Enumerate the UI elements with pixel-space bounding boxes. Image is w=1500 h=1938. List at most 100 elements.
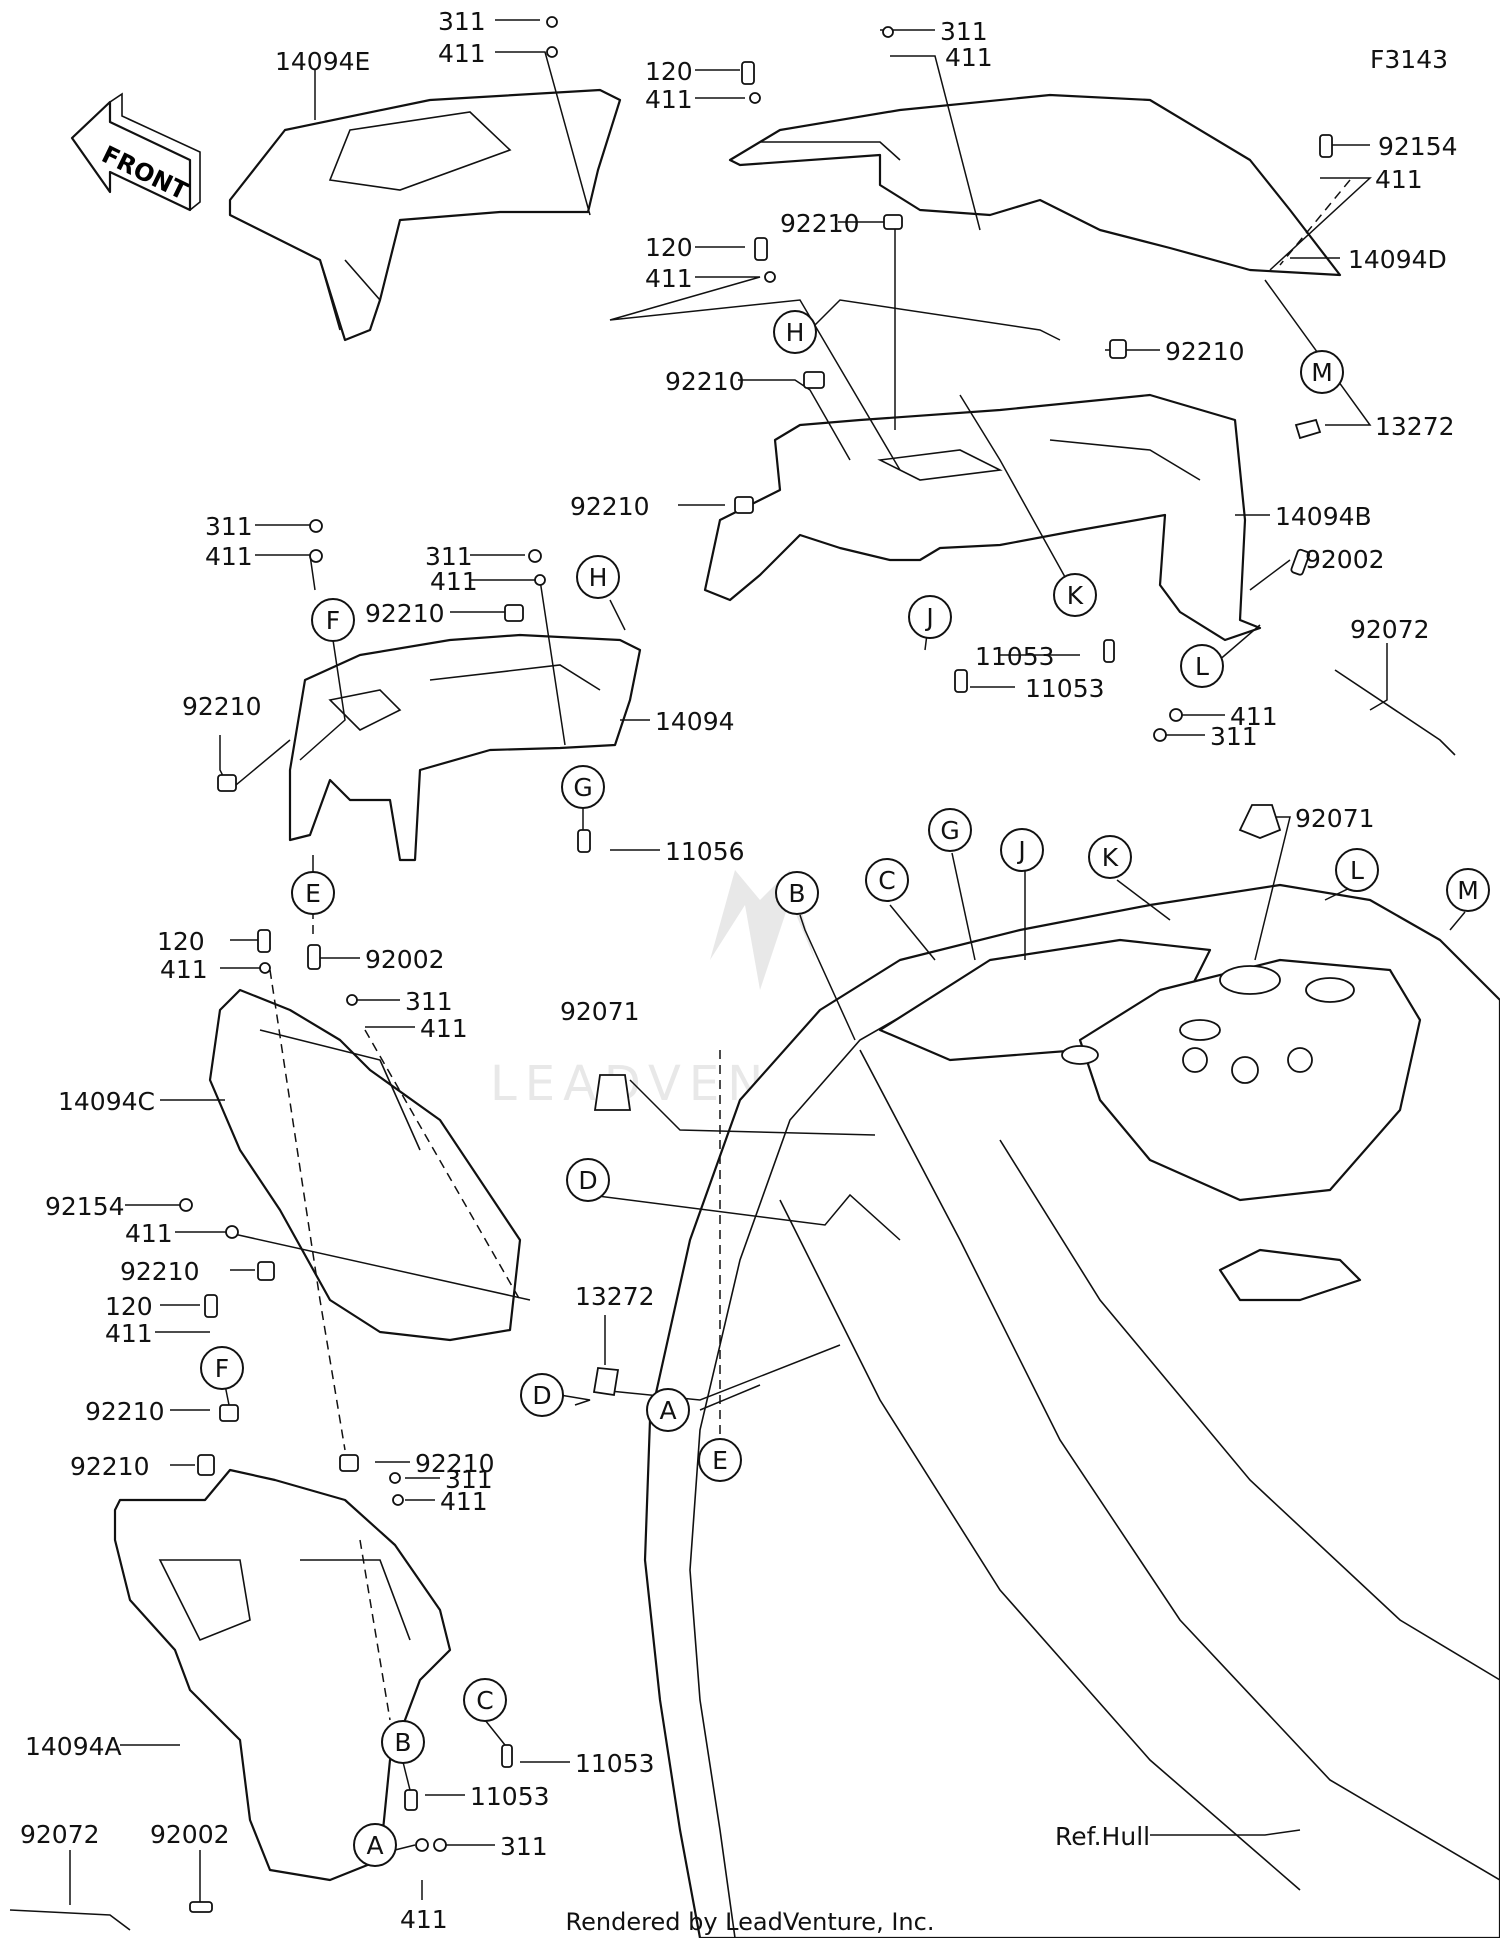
svg-text:C: C [476,1686,493,1715]
hull-vent [1218,1248,1362,1302]
part-14094c [208,988,522,1342]
svg-text:B: B [788,879,805,908]
part-label: 311 [405,987,453,1016]
part-label: 92072 [1350,615,1430,644]
pin-icon [501,1744,513,1768]
part-label: 411 [105,1319,153,1348]
part-label: 92210 [85,1397,165,1426]
part-label: 92210 [70,1452,150,1481]
leader-92072-a [1369,643,1388,711]
callout-g-hull: G [928,808,972,852]
part-label: 92210 [415,1449,495,1478]
part-label: 92210 [182,692,262,721]
svg-text:D: D [532,1381,551,1410]
hull-deck-line-1 [859,1049,1500,1881]
part-label: 14094B [1275,502,1372,531]
part-label: 13272 [575,1282,655,1311]
callout-d-hull: D [566,1158,610,1202]
leader-K [959,394,1076,596]
leader-411-k [175,1231,531,1301]
callout-k-top: K [1053,573,1097,617]
clip-icon [883,214,903,230]
leader-411-g [255,554,316,591]
part-label: 311 [205,512,253,541]
svg-text:A: A [366,1831,383,1860]
leader-C-low [484,1719,506,1746]
washer-icon [259,962,271,974]
svg-text:K: K [1102,843,1119,872]
part-label: 120 [157,927,205,956]
callout-h-top: H [773,310,817,354]
part-label: 13272 [1375,412,1455,441]
leader-B-low [402,1761,411,1791]
part-label: 14094A [25,1732,122,1761]
washer-icon [534,574,546,586]
pin-icon [404,1789,418,1811]
svg-text:G: G [940,816,959,845]
svg-text:E: E [305,879,321,908]
washer-icon [415,1838,429,1852]
part-label: 92210 [365,599,445,628]
hull-port-6 [1231,1056,1259,1084]
hull-port-1 [1219,965,1281,995]
part-label: 120 [645,57,693,86]
callout-e-mid: E [291,871,335,915]
part-label: 411 [645,264,693,293]
part-label: 311 [500,1832,548,1861]
part-14094a-shape [113,1468,452,1882]
svg-text:F: F [215,1354,229,1383]
part-14094b-shape [703,393,1262,642]
part-14094d [728,93,1342,277]
part-label: 92002 [1305,545,1385,574]
leader-D-left [559,1394,591,1406]
clip-icon [217,774,237,792]
bolt-icon [189,1901,213,1913]
clip-icon [1109,339,1127,359]
part-14094 [288,633,642,862]
callout-j-hull: J [1000,828,1044,872]
washer-icon [309,549,323,563]
front-arrow-shape [70,100,192,212]
part-label: 92154 [1378,132,1458,161]
callout-k-hull: K [1088,835,1132,879]
hull-deck-line-2 [779,1199,1301,1891]
svg-text:C: C [878,866,895,895]
svg-text:K: K [1067,581,1084,610]
leader-G-hull [951,852,976,961]
callouts: H M K J L H F G E B C G J K L M D F D A … [200,310,1490,1867]
washer-icon [1169,708,1183,722]
leader-C-hull [889,904,936,961]
leader-92210-b [738,379,851,461]
bolt-icon [1290,548,1311,576]
part-14094-shape [288,633,642,862]
part-label: 11053 [1025,674,1105,703]
svg-text:J: J [924,603,933,632]
part-label: 411 [430,567,478,596]
part-label: 311 [425,542,473,571]
hull-port-3 [1179,1019,1221,1041]
hull-port-2 [1305,977,1355,1003]
part-label: 411 [160,955,208,984]
dash-line-3 [269,969,346,1451]
washer-icon [392,1494,404,1506]
part-label: 311 [1210,722,1258,751]
callout-c-low: C [463,1678,507,1722]
part-label: 92210 [1165,337,1245,366]
svg-text:G: G [573,773,592,802]
hull-deck-line-3 [999,1139,1500,1681]
callout-a-low: A [353,1823,397,1867]
leader-ref-hull [1150,1829,1301,1836]
grommet-icon [593,1074,632,1111]
part-label: 92154 [45,1192,125,1221]
callout-j-top: J [908,595,952,639]
svg-text:L: L [1350,856,1364,885]
nut-icon [309,519,323,533]
part-14094e-shape [228,88,622,342]
bolt-icon [204,1294,218,1318]
clip-icon [803,371,825,389]
part-label: 92071 [560,997,640,1026]
clip-icon [197,1454,215,1476]
clip-icon [257,1261,275,1281]
bolt-icon [179,1198,193,1212]
